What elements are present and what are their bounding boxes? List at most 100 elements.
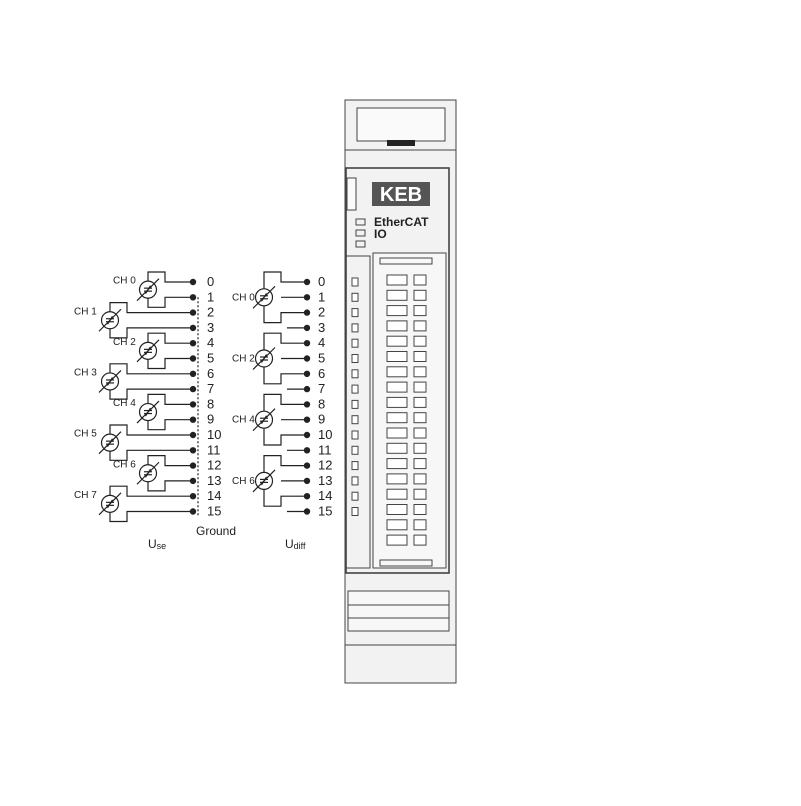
channel-led-13	[351, 476, 359, 486]
terminal-release-13	[386, 473, 408, 485]
wire-use-1	[109, 327, 193, 339]
channel-led-7	[351, 384, 359, 394]
terminal-slot-1	[413, 289, 427, 301]
use-pin-label: 4	[207, 335, 214, 350]
diff-pin-label: 2	[318, 305, 325, 320]
use-ch-2-arrow	[136, 339, 160, 363]
wire-use-5	[109, 424, 193, 436]
wire-use-2	[147, 332, 193, 344]
diff-channel-label: CH 4	[232, 415, 255, 426]
diff-pin-label: 9	[318, 412, 325, 427]
diff-pin-label: 7	[318, 381, 325, 396]
use-pin-label: 15	[207, 504, 221, 519]
terminal-release-8	[386, 396, 408, 408]
terminal-slot-11	[413, 442, 427, 454]
wire-diff-0	[263, 271, 307, 290]
terminal-slot-12	[413, 458, 427, 470]
terminal-release-6	[386, 366, 408, 378]
use-channel-label: CH 2	[113, 337, 136, 348]
diff-pin-label: 11	[318, 442, 332, 457]
diff-pin-label: 5	[318, 351, 325, 366]
use-pin-label: 10	[207, 427, 221, 442]
use-channel-label: CH 5	[74, 429, 97, 440]
status-led-2	[355, 229, 366, 237]
wire-use-3	[109, 363, 193, 375]
terminal-release-1	[386, 289, 408, 301]
wire-use-4	[147, 393, 193, 405]
terminal-slot-15	[413, 504, 427, 515]
channel-led-10	[351, 430, 359, 440]
terminal-release-7	[386, 381, 408, 393]
terminal-slot-2	[413, 305, 427, 317]
use-pin-label: 11	[207, 442, 221, 457]
diff-pin-label: 3	[318, 320, 325, 335]
channel-labels-use: CH 0CH 1CH 2CH 3CH 4CH 5CH 6CH 7	[74, 276, 136, 501]
use-pin-label: 7	[207, 381, 214, 396]
use-ch-3-arrow	[98, 370, 122, 393]
diff-pin-label: 0	[318, 274, 325, 289]
wire-use-4	[147, 419, 193, 431]
use-ch-0-arrow	[136, 278, 160, 302]
wire-use-0	[147, 271, 193, 283]
use-ch-6-arrow	[136, 461, 160, 485]
channel-led-1	[351, 292, 359, 302]
channel-led-6	[351, 369, 359, 379]
diff-ch-2-arrow	[252, 408, 276, 432]
use-channel-label: CH 6	[113, 459, 136, 470]
terminal-release-9	[386, 412, 408, 424]
terminal-release-15	[386, 504, 408, 515]
use-ch-5-arrow	[98, 431, 122, 455]
use-pin-label: 9	[207, 412, 214, 427]
channel-led-11	[351, 445, 359, 455]
ground-label: Ground	[196, 524, 236, 538]
wire-diff-2	[263, 427, 307, 446]
channel-led-8	[351, 399, 359, 409]
use-channel-label: CH 4	[113, 398, 136, 409]
diff-terminal-dot	[303, 324, 311, 332]
terminal-block	[372, 252, 447, 569]
terminal-release-10	[386, 427, 408, 439]
terminal-release-11	[386, 442, 408, 454]
channel-led-14	[351, 491, 359, 501]
wire-use-3	[109, 388, 193, 400]
use-pin-label: 1	[207, 289, 214, 304]
diff-ch-1-arrow	[252, 347, 276, 370]
channel-labels-diff: CH 0 CH 2 CH 4 CH 6	[232, 292, 255, 487]
use-pin-label: 13	[207, 473, 221, 488]
terminal-release-14	[386, 488, 408, 500]
logo-text: KEB	[380, 184, 422, 206]
diff-pin-label: 1	[318, 289, 325, 304]
terminal-slot-3	[413, 320, 427, 332]
terminal-release-3	[386, 320, 408, 332]
terminal-slot-17	[413, 534, 427, 546]
terminal-slot-13	[413, 473, 427, 485]
wiring-group	[98, 271, 311, 523]
channel-led-15	[351, 507, 359, 516]
use-pin-label: 8	[207, 396, 214, 411]
wire-use-2	[147, 357, 193, 370]
wire-use-7	[109, 485, 193, 497]
diff-channel-label: CH 6	[232, 476, 255, 487]
diff-terminal-dot	[303, 385, 311, 393]
use-pin-label: 6	[207, 366, 214, 381]
diff-channel-label: CH 0	[232, 292, 255, 303]
wire-use-7	[109, 510, 193, 523]
diff-terminal-dot	[303, 447, 311, 454]
diff-channel-label: CH 2	[232, 354, 255, 365]
terminal-slot-14	[413, 488, 427, 500]
diff-pin-label: 6	[318, 366, 325, 381]
diff-pin-label: 10	[318, 427, 332, 442]
wire-use-6	[147, 455, 193, 467]
use-pin-label: 0	[207, 274, 214, 289]
diff-pin-label: 12	[318, 458, 332, 473]
use-ch-4-arrow	[136, 400, 160, 424]
terminal-slot-16	[413, 519, 427, 531]
side-clip	[346, 177, 357, 211]
terminal-release-0	[386, 274, 408, 286]
use-label: Use	[148, 537, 166, 551]
terminal-slot-10	[413, 427, 427, 439]
terminal-slot-8	[413, 396, 427, 408]
